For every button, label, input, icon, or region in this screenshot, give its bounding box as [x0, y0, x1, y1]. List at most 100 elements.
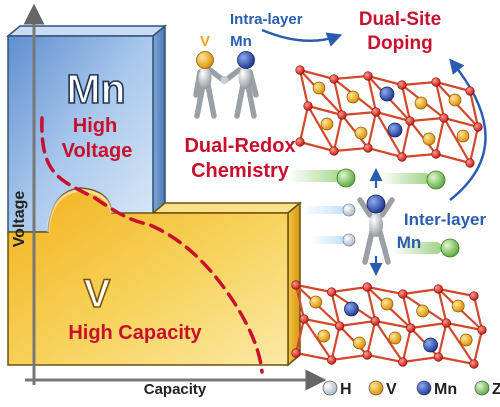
lattice-bond: [298, 105, 310, 143]
o-atom: [329, 74, 339, 84]
lattice-bond: [330, 291, 341, 327]
v-atom: [459, 333, 473, 347]
legend-label: V: [386, 381, 397, 398]
inter-layer-curve-arrow: [449, 58, 487, 201]
v-atom: [414, 96, 428, 110]
legend-label: Zn: [492, 381, 500, 398]
o-atom: [465, 86, 475, 96]
lattice-bond: [443, 117, 471, 164]
o-atom: [335, 321, 345, 331]
o-atom: [397, 80, 407, 90]
o-atom: [473, 122, 483, 132]
o-atom: [363, 143, 373, 153]
legend-swatch: [474, 380, 490, 396]
zn-ion: [426, 170, 446, 190]
lattice-bond: [366, 353, 404, 364]
lattice-bond: [437, 322, 448, 358]
v-atom: [312, 81, 326, 95]
lattice-bond: [298, 69, 310, 107]
o-atom: [397, 152, 407, 162]
lattice-bond: [366, 111, 378, 149]
o-atom: [295, 65, 305, 75]
lattice-bond: [366, 286, 377, 322]
intra-layer-arrow: [261, 28, 343, 47]
lattice-bond: [472, 295, 484, 331]
lattice-bond: [295, 283, 332, 294]
lattice-bond: [401, 293, 412, 329]
lattice-bond: [366, 75, 378, 113]
legend-item-h: H: [322, 380, 352, 398]
lattice-bond: [410, 321, 447, 330]
v-atom: [451, 299, 465, 313]
discharge-curve: [40, 116, 264, 374]
lattice-bond: [438, 355, 475, 366]
h-streak: [302, 206, 350, 214]
o-atom: [362, 282, 372, 292]
lattice-bond: [331, 285, 368, 294]
handshake-mn-label: Mn: [230, 33, 252, 50]
x-axis-label: Capacity: [144, 381, 207, 398]
o-atom: [469, 291, 479, 301]
mn-high-label: High: [73, 115, 117, 137]
o-atom: [303, 101, 313, 111]
lattice-bond: [374, 320, 404, 363]
lattice-bond: [435, 152, 471, 165]
v-atom: [416, 304, 429, 318]
zn-streak: [380, 173, 430, 184]
lattice-bond: [341, 110, 377, 117]
lattice-bond: [443, 116, 479, 129]
lattice-bond: [472, 329, 484, 365]
inter-layer-label-line2: Mn: [397, 233, 422, 252]
lattice-bond: [445, 322, 475, 365]
lattice-bond: [303, 317, 340, 328]
v-atom: [309, 295, 323, 309]
lattice-bond: [339, 319, 376, 328]
lattice-bond: [294, 318, 306, 354]
lattice-bond: [307, 105, 335, 152]
lattice-bond: [400, 84, 412, 122]
dual-redox-label-line2: Chemistry: [191, 160, 290, 182]
legend-label: H: [340, 381, 352, 398]
legend-swatch: [416, 380, 432, 396]
legend-swatch: [368, 380, 384, 396]
legend-item-zn: Zn: [474, 380, 500, 398]
legend-item-mn: Mn: [416, 380, 457, 398]
o-atom: [431, 149, 441, 159]
v-atom: [456, 129, 470, 143]
person-v: [193, 51, 226, 119]
person-mn: [223, 51, 259, 119]
interlayer-zone: [288, 168, 460, 276]
lattice-bond: [367, 146, 403, 159]
lattice-bond: [303, 318, 333, 361]
dual-site-doping-line2: Doping: [367, 33, 432, 54]
lattice-bond: [375, 110, 411, 123]
o-atom: [370, 316, 380, 326]
lattice-bond: [333, 74, 369, 81]
lattice-bond: [307, 104, 343, 117]
o-atom: [405, 116, 415, 126]
lattice-bond: [401, 152, 437, 159]
lattice-bond: [402, 287, 439, 296]
legend-item-v: V: [368, 380, 397, 398]
dual-redox-label-line1: Dual-Redox: [184, 135, 295, 157]
o-atom: [327, 287, 337, 297]
h-streak: [310, 236, 348, 244]
lattice-bond: [401, 80, 437, 87]
v-atom: [353, 336, 366, 350]
v-atom: [317, 329, 331, 343]
lattice-bond: [437, 288, 448, 324]
v-atom: [354, 126, 368, 140]
lattice-bond: [331, 353, 368, 362]
v-atom: [320, 117, 334, 131]
o-atom: [441, 318, 452, 328]
y-axis-label: Voltage: [11, 191, 28, 248]
v-atom: [448, 93, 462, 107]
lattice-bond: [375, 111, 403, 158]
o-atom: [439, 113, 449, 123]
lattice-bond: [366, 285, 404, 296]
lattice-bond: [367, 74, 403, 87]
lattice-bond: [434, 81, 446, 119]
crystal-layer-upper: [295, 65, 483, 168]
